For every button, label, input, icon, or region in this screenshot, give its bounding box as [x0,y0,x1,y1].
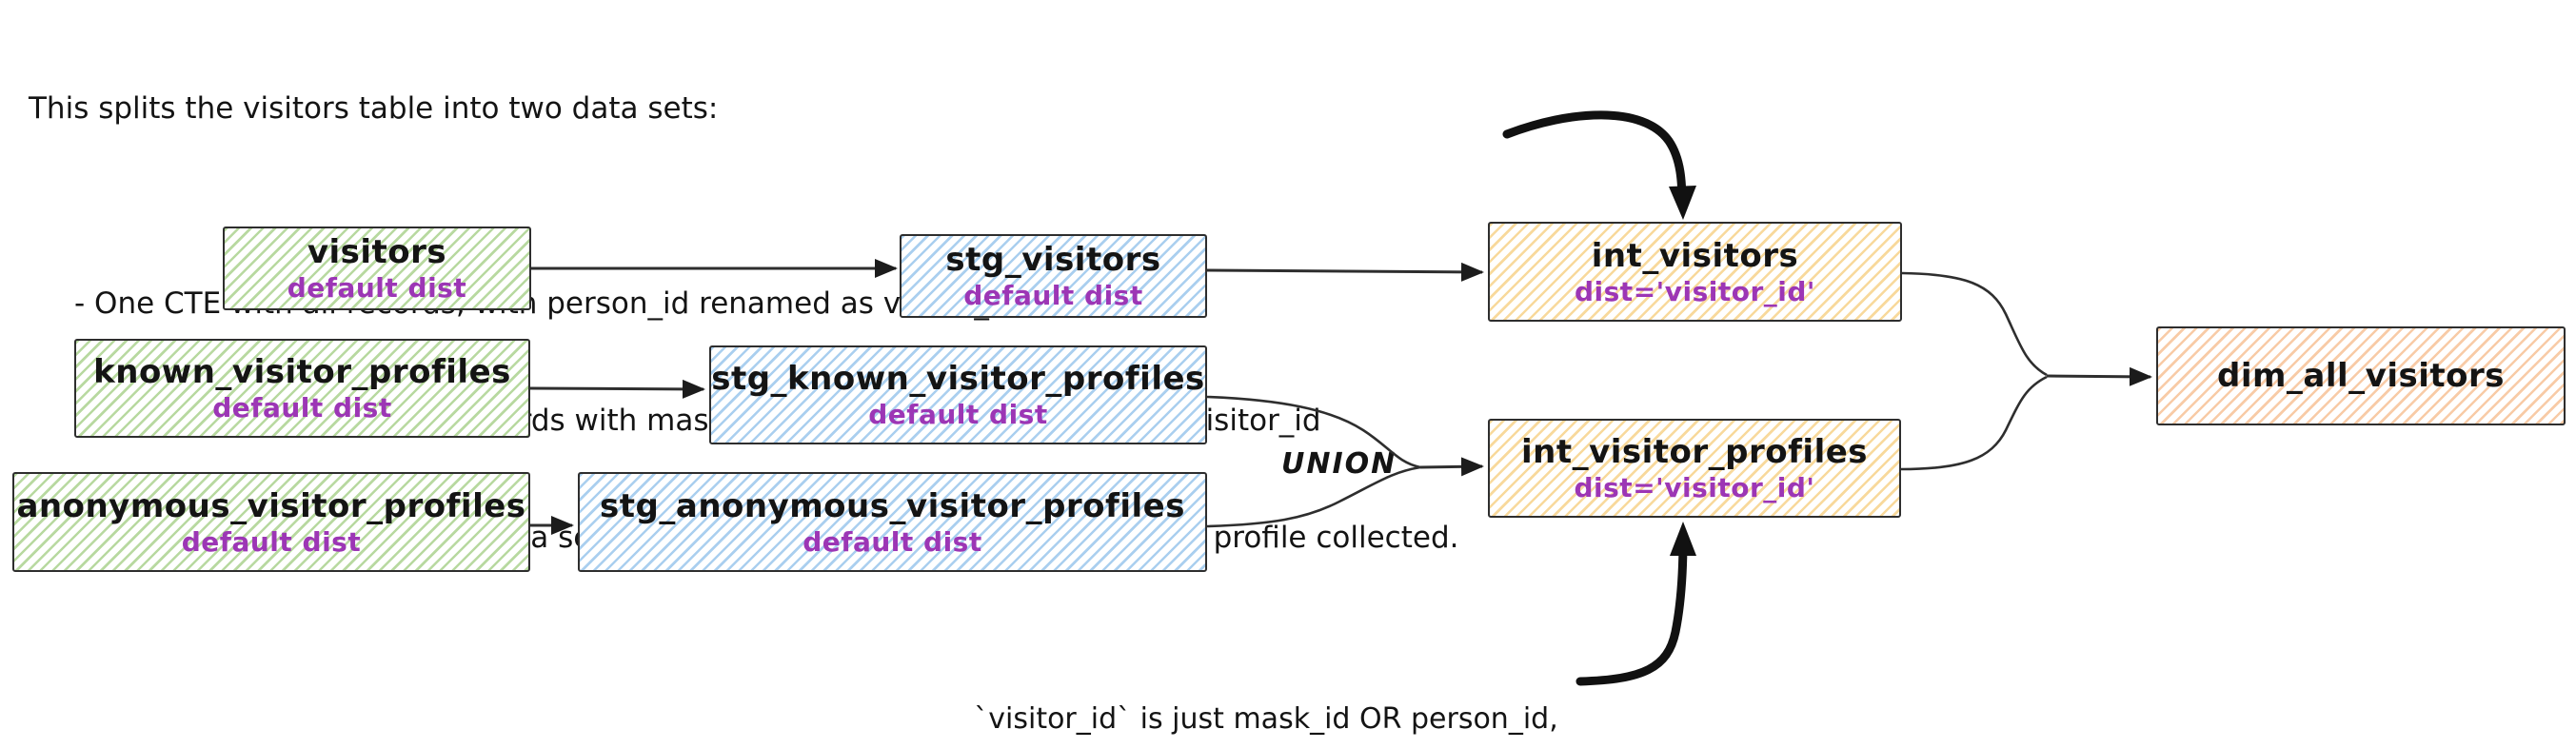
node-int-visitor-profiles-title: int_visitor_profiles [1520,433,1869,471]
node-stg-known-visitor-profiles: stg_known_visitor_profiles default dist [709,345,1207,444]
node-int-visitors-subtitle: dist='visitor_id' [1575,275,1815,307]
node-visitors-subtitle: default dist [287,272,467,304]
bottom-note: `visitor_id` is just mask_id OR person_i… [938,624,1595,749]
node-stg-anonymous-visitor-profiles-subtitle: default dist [803,525,982,558]
node-stg-anonymous-visitor-profiles-title: stg_anonymous_visitor_profiles [600,486,1185,525]
node-stg-known-visitor-profiles-subtitle: default dist [868,399,1048,430]
node-known-visitor-profiles-title: known_visitor_profiles [93,353,511,391]
edge-int-visitors-to-merge [1901,271,2048,377]
edge-int-visitor-profiles-to-merge [1900,375,2048,471]
node-visitors-title: visitors [307,233,447,271]
annotation-arrow-bottom-note-to-int-visitor-profiles [1575,534,1688,686]
node-stg-visitors-title: stg_visitors [945,241,1161,279]
node-int-visitor-profiles: int_visitor_profiles dist='visitor_id' [1488,419,1901,518]
node-anonymous-visitor-profiles-title: anonymous_visitor_profiles [16,486,526,525]
node-known-visitor-profiles: known_visitor_profiles default dist [74,339,530,438]
node-stg-visitors: stg_visitors default dist [900,234,1207,318]
annotation-arrow-top-note-to-int-visitors [1502,110,1687,210]
node-anonymous-visitor-profiles-subtitle: default dist [181,525,362,558]
node-stg-anonymous-visitor-profiles: stg_anonymous_visitor_profiles default d… [578,472,1207,572]
node-stg-known-visitor-profiles-title: stg_known_visitor_profiles [711,360,1205,398]
node-visitors: visitors default dist [223,227,531,310]
node-stg-visitors-subtitle: default dist [963,280,1143,311]
node-dim-all-visitors-title: dim_all_visitors [2217,357,2505,395]
node-int-visitor-profiles-subtitle: dist='visitor_id' [1574,472,1815,503]
node-int-visitors-title: int_visitors [1591,236,1799,275]
node-dim-all-visitors: dim_all_visitors [2156,326,2566,425]
annotation-arrowhead-top [1669,186,1696,220]
annotation-arrowhead-bottom [1670,522,1696,556]
top-note-title: This splits the visitors table into two … [29,91,719,126]
bottom-note-line-1: `visitor_id` is just mask_id OR person_i… [974,702,1558,736]
edge-merge-to-dim-all-visitors [2046,366,2152,386]
union-edge-label: UNION [1281,447,1397,481]
node-anonymous-visitor-profiles: anonymous_visitor_profiles default dist [12,472,530,572]
node-int-visitors: int_visitors dist='visitor_id' [1488,222,1902,322]
node-known-visitor-profiles-subtitle: default dist [212,392,392,424]
